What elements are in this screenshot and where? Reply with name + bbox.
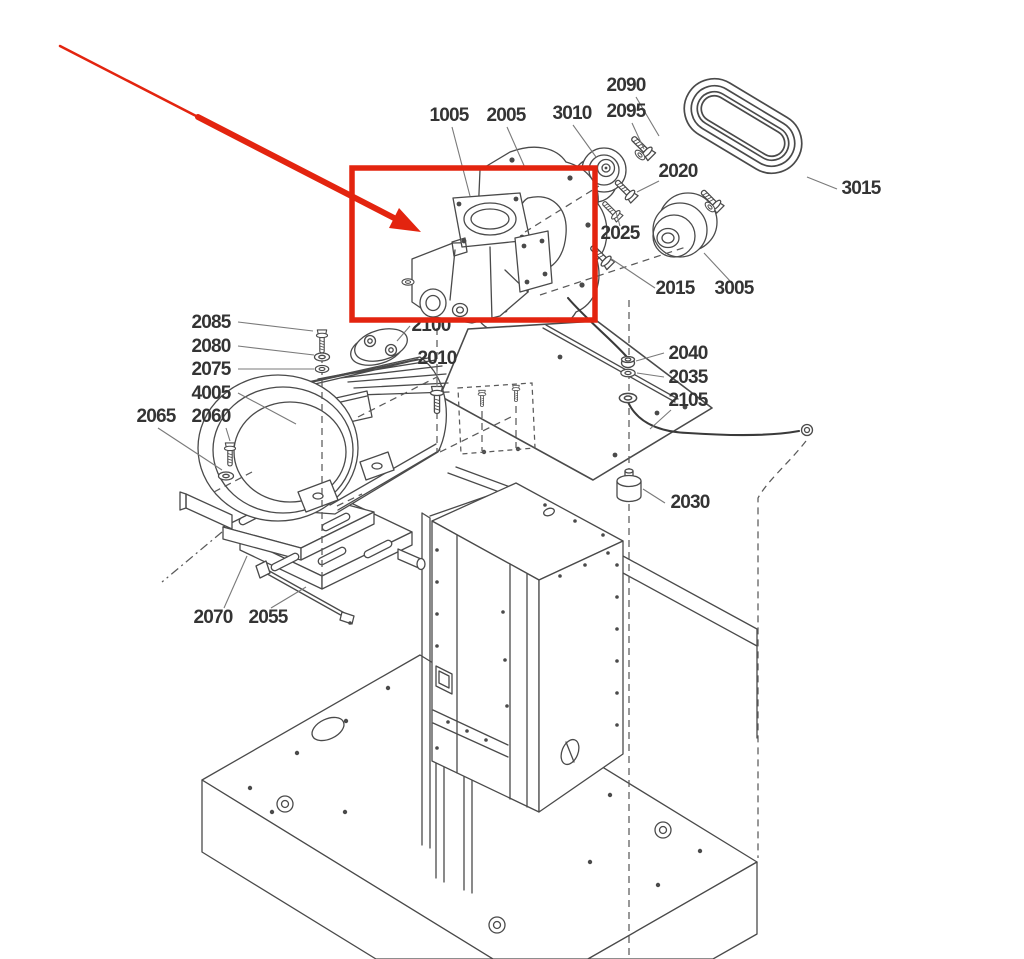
highlight-annotation: [58, 44, 598, 323]
part-label-1005: 1005: [429, 105, 469, 126]
coupling-flange-drawing: [350, 328, 408, 366]
part-label-2095: 2095: [606, 101, 646, 122]
washer-2065: [217, 471, 235, 481]
leader-2040: [635, 352, 665, 362]
leader-lines: [157, 96, 838, 609]
hardware-fasteners: [217, 132, 726, 503]
part-label-2075: 2075: [191, 359, 231, 380]
leader-2080: [237, 345, 315, 356]
leader-3005: [703, 252, 732, 283]
leader-3015: [806, 176, 838, 190]
washer-2080: [313, 352, 331, 362]
leader-2095: [631, 122, 645, 150]
part-label-2065: 2065: [136, 406, 176, 427]
belt-drawing: [683, 77, 803, 175]
part-label-2040: 2040: [668, 343, 707, 364]
part-label-2060: 2060: [191, 406, 230, 427]
leader-4005: [237, 392, 297, 425]
leader-1005: [451, 126, 471, 197]
highlight-arrow-head: [389, 208, 421, 232]
leader-2060: [225, 427, 231, 442]
part-label-2025: 2025: [600, 223, 640, 244]
leader-2055: [270, 586, 307, 609]
leader-2025: [615, 211, 621, 227]
part-label-2090: 2090: [606, 75, 645, 96]
leader-2105: [649, 409, 672, 430]
part-label-2035: 2035: [668, 367, 708, 388]
part-label-2085: 2085: [191, 312, 231, 333]
part-label-2055: 2055: [248, 607, 288, 628]
base-cabinet-drawing: [201, 654, 758, 959]
pump-drawing: [401, 192, 553, 324]
leader-2015: [609, 257, 656, 289]
part-label-2030: 2030: [670, 492, 709, 513]
part-label-4005: 4005: [191, 383, 231, 404]
enclosure-drawing: [431, 482, 624, 813]
rear-panel-drawing: [421, 485, 758, 894]
tension-rod-drawing: [255, 560, 355, 625]
nut-2040: [620, 355, 636, 369]
part-label-2070: 2070: [193, 607, 232, 628]
highlight-arrow-shaft: [195, 114, 399, 222]
leader-2070: [223, 555, 248, 609]
leader-3010: [572, 124, 597, 158]
leader-2065: [157, 427, 223, 471]
leader-2030: [642, 488, 666, 504]
bolt-2085: [315, 329, 329, 354]
highlight-arrow-tail: [58, 44, 202, 120]
leader-2035: [636, 372, 665, 378]
washer-2075: [314, 364, 330, 374]
leader-2085: [237, 321, 314, 332]
part-label-2005: 2005: [486, 105, 526, 126]
part-label-3010: 3010: [552, 103, 591, 124]
part-label-2105: 2105: [668, 390, 708, 411]
slide-base-drawing: [179, 489, 426, 590]
part-label-2020: 2020: [658, 161, 697, 182]
alignment-dashed-lines: [161, 185, 807, 956]
highlight-box: [349, 165, 598, 323]
part-label-3005: 3005: [714, 278, 754, 299]
large-pulley-drawing: [652, 192, 718, 258]
motor-drawing: [197, 356, 450, 522]
rubber-foot-drawing: [616, 468, 642, 503]
washer-2035: [620, 368, 636, 378]
leader-2020: [636, 180, 660, 193]
washer-2105-axis: [618, 392, 638, 404]
leader-2100: [396, 325, 411, 342]
part-label-3015: 3015: [841, 178, 881, 199]
part-label-2080: 2080: [191, 336, 230, 357]
part-label-2015: 2015: [655, 278, 695, 299]
leader-2090: [635, 96, 660, 137]
leader-2005: [506, 126, 527, 171]
power-cable-drawing: [566, 296, 814, 437]
part-label-2010: 2010: [417, 348, 456, 369]
bolt-2020: [611, 176, 640, 205]
mounting-plate-drawing: [439, 320, 713, 508]
